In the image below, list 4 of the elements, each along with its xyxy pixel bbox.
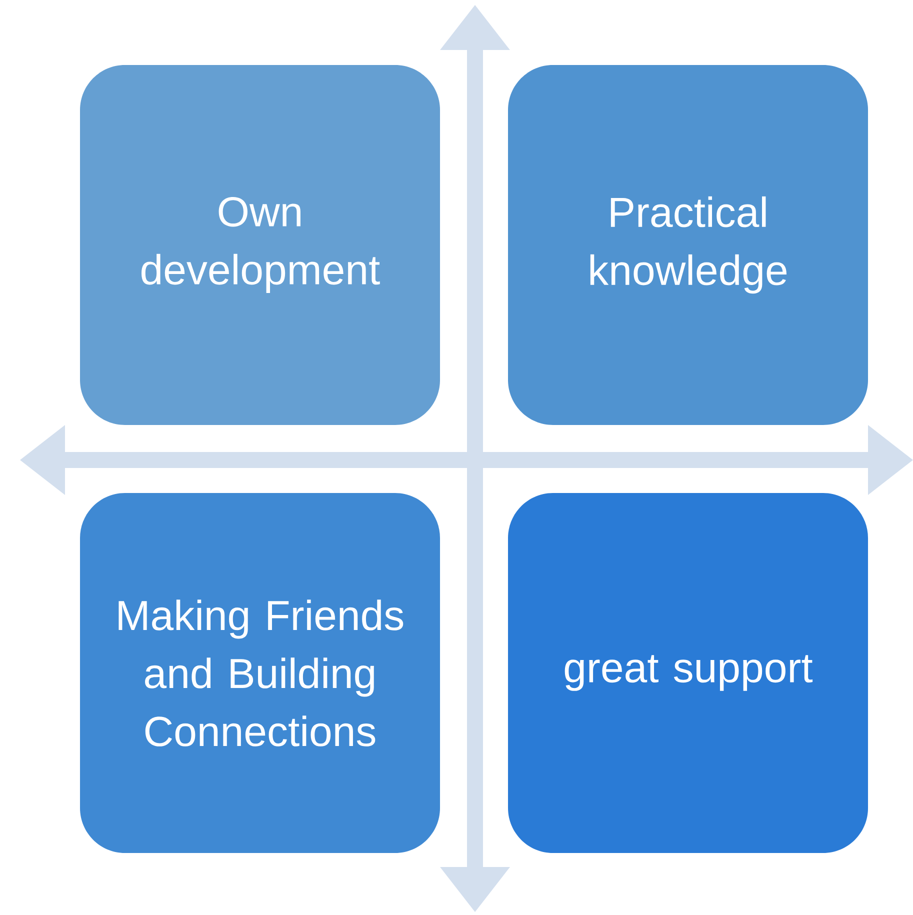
quadrant-box: great support (508, 493, 868, 853)
quadrant-box: Practical knowledge (508, 65, 868, 425)
quadrant-box: Own development (80, 65, 440, 425)
quadrant-box: Making Friends and Building Connections (80, 493, 440, 853)
